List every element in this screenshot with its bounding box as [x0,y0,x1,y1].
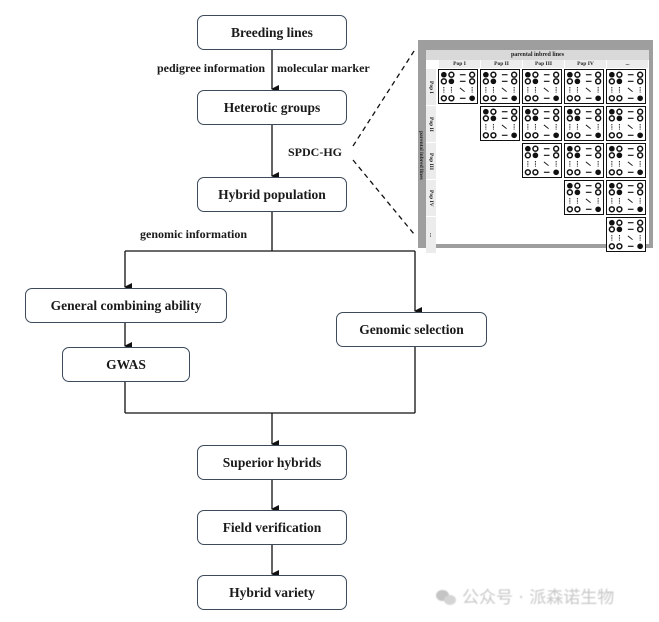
inset-column-header: ... [606,60,648,68]
node-label: Heterotic groups [223,99,321,115]
node-superior-hybrids: Superior hybrids [197,445,347,480]
inset-row-header: Pop II [426,106,436,142]
inset-cross-cell [522,143,562,178]
dashed-callout-lower [352,159,415,235]
inset-cross-cell [522,106,562,141]
inset-row-header: Pop I [426,69,436,105]
node-hybrid-population: Hybrid population [197,177,347,212]
node-gwas: GWAS [62,347,190,382]
inset-column-header: Pop III [522,60,564,68]
node-label: Hybrid variety [229,584,315,600]
inset-column-header: Pop II [480,60,522,68]
node-label: Superior hybrids [222,454,322,470]
node-field-verification: Field verification [197,510,347,545]
inset-matrix: parental inbred lines parental inbred li… [418,50,649,253]
watermark: 公众号 · 派森诺生物 [436,583,614,608]
inset-title: parental inbred lines [426,50,649,60]
node-label: General combining ability [50,297,202,313]
edge-label-pedigree: pedigree information [157,61,266,75]
node-label: Hybrid population [218,186,326,202]
inset-y-label: parental inbred lines [418,130,424,180]
node-genomic-selection: Genomic selection [336,312,487,347]
node-label: Genomic selection [359,321,464,337]
edge-label-genomic-info: genomic information [140,227,247,241]
node-label: Field verification [222,519,322,535]
inset-cross-cell [564,106,604,141]
inset-column-header: Pop I [438,60,480,68]
inset-cross-cell [606,69,646,104]
inset-cross-cell [480,69,520,104]
inset-row-header: ... [426,217,436,253]
wechat-icon [436,590,458,606]
node-hybrid-variety: Hybrid variety [197,575,347,610]
inset-cross-cell [564,180,604,215]
inset-cross-cell [438,69,478,104]
inset-cross-cell [606,143,646,178]
inset-cross-cell [606,106,646,141]
node-heterotic-groups: Heterotic groups [197,90,347,125]
inset-column-header: Pop IV [564,60,606,68]
inset-cross-cell [606,180,646,215]
node-label: Breeding lines [231,24,313,40]
node-label: GWAS [106,356,146,372]
watermark-text: 公众号 · 派森诺生物 [462,588,615,608]
inset-row-header: Pop IV [426,180,436,216]
inset-cross-cell [564,143,604,178]
inset-cross-cell [606,217,646,252]
edge-label-molecular: molecular marker [277,61,370,75]
inset-row-header: Pop III [426,143,436,179]
dashed-callout-upper [352,47,417,147]
mating-design-inset: parental inbred lines parental inbred li… [418,40,653,253]
node-breeding-lines: Breeding lines [197,15,347,50]
inset-cross-cell [564,69,604,104]
inset-cross-cell [522,69,562,104]
inset-cross-cell [480,106,520,141]
edge-label-spdc: SPDC-HG [288,145,342,159]
node-general-combining-ability: General combining ability [25,288,227,323]
